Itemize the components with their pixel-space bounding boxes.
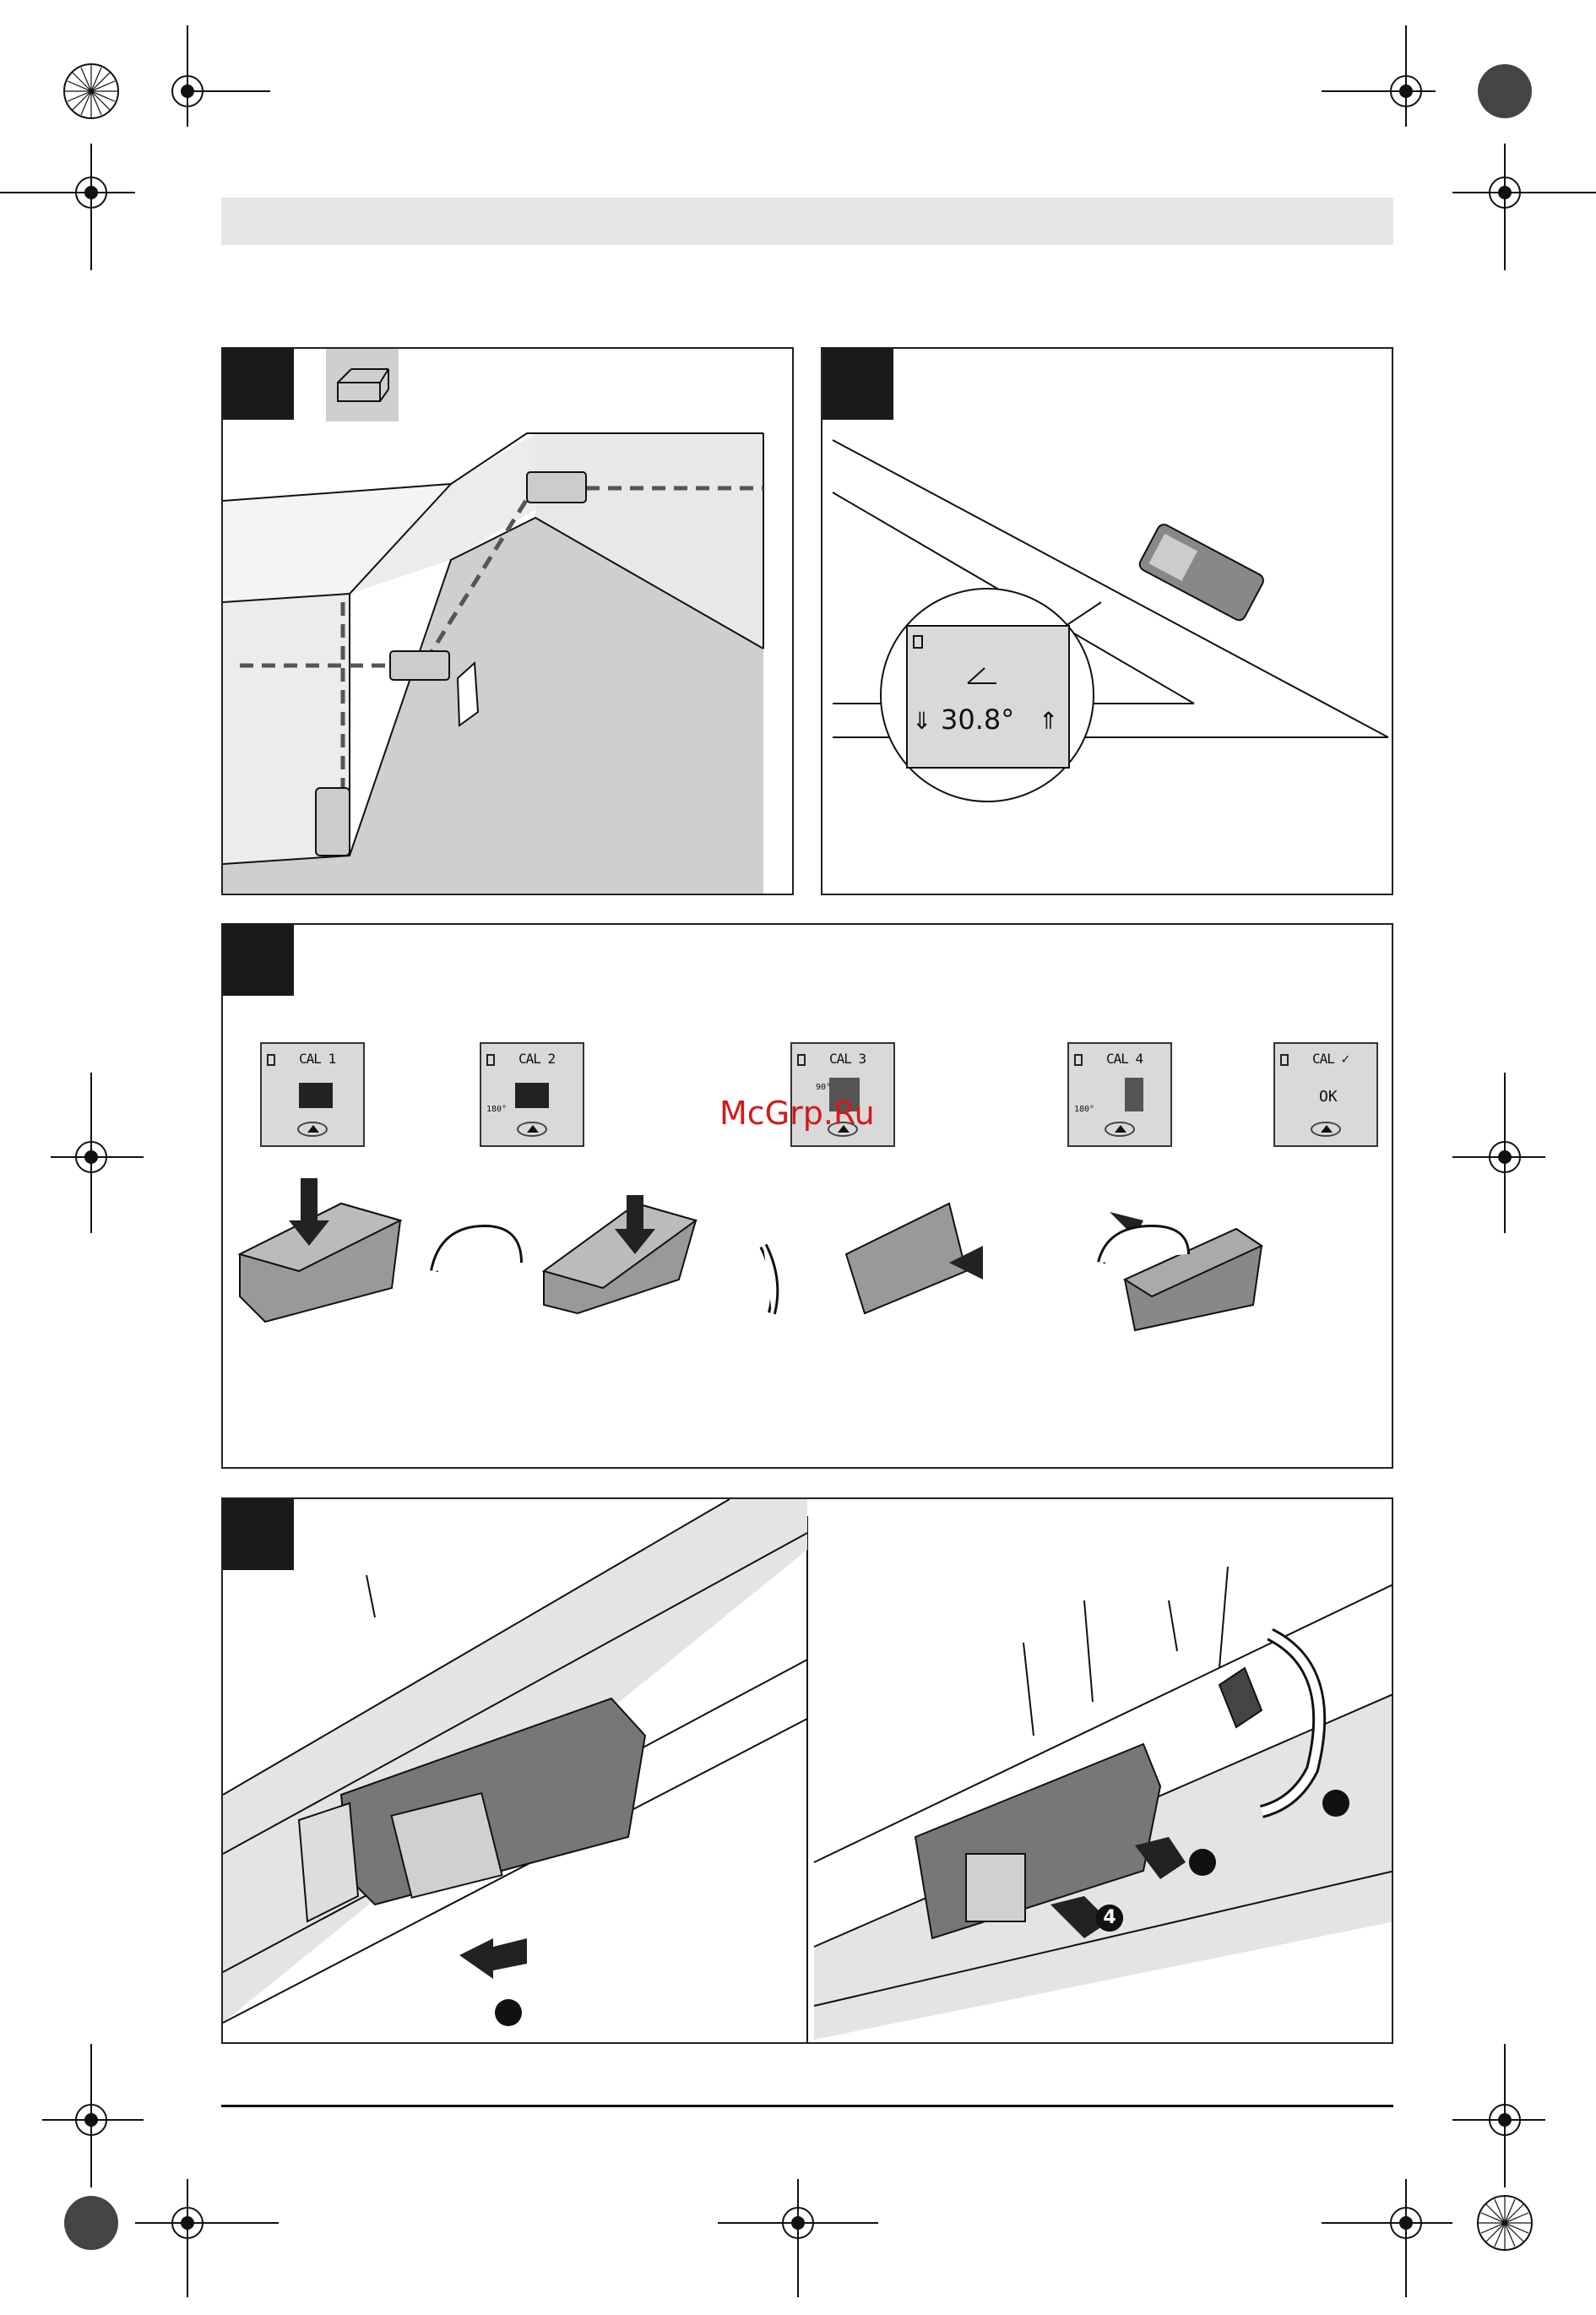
incline-illustration bbox=[822, 349, 1393, 895]
panel-room-measurement bbox=[221, 347, 794, 895]
calibration-steps-illustration bbox=[223, 925, 1393, 1469]
rail-illustration bbox=[223, 1499, 1393, 2044]
room-illustration bbox=[223, 349, 794, 895]
footer-rule bbox=[221, 2105, 1393, 2107]
panel-calibration: CAL 1 CAL 2 180° CAL 3 90° CAL 4 180° CA… bbox=[221, 923, 1393, 1469]
angle-readout: 30.8° bbox=[941, 704, 1014, 736]
watermark: McGrp.Ru bbox=[719, 1095, 875, 1132]
step-number-badge: 4 bbox=[1096, 1905, 1123, 1932]
panel-angle-measurement: 30.8° ⇓ ⇑ bbox=[821, 347, 1393, 895]
arrow-up-icon: ⇑ bbox=[1039, 707, 1058, 735]
header-band bbox=[221, 198, 1393, 245]
panel-measuring-rail: 4 bbox=[221, 1497, 1393, 2044]
arrow-down-icon: ⇓ bbox=[912, 707, 931, 735]
